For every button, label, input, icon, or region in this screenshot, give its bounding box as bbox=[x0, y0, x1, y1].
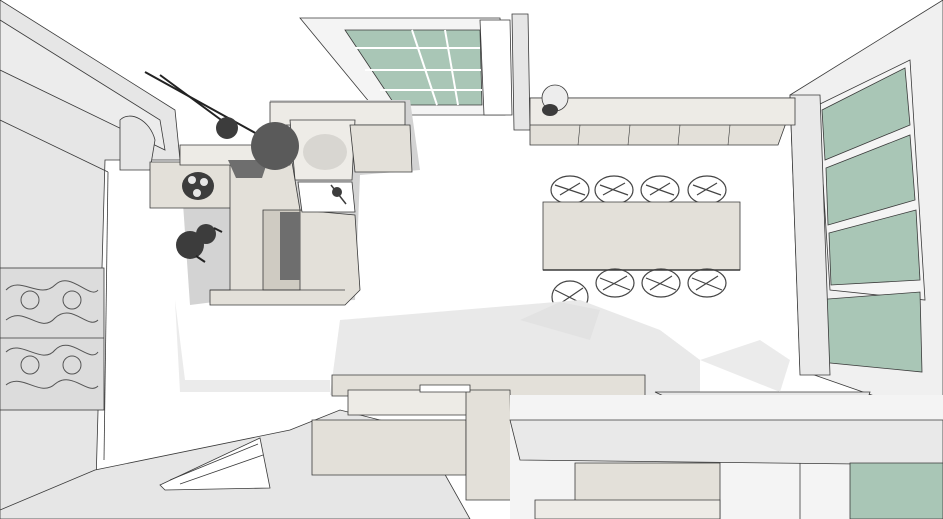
floor-shadows bbox=[175, 300, 790, 392]
living-area bbox=[144, 71, 420, 306]
top-french-door bbox=[299, 13, 531, 131]
ornamental-panel bbox=[0, 267, 105, 411]
sideboard bbox=[529, 84, 796, 146]
bottom-structure bbox=[0, 300, 943, 519]
dining-set bbox=[542, 175, 741, 316]
right-wall bbox=[789, 0, 943, 421]
